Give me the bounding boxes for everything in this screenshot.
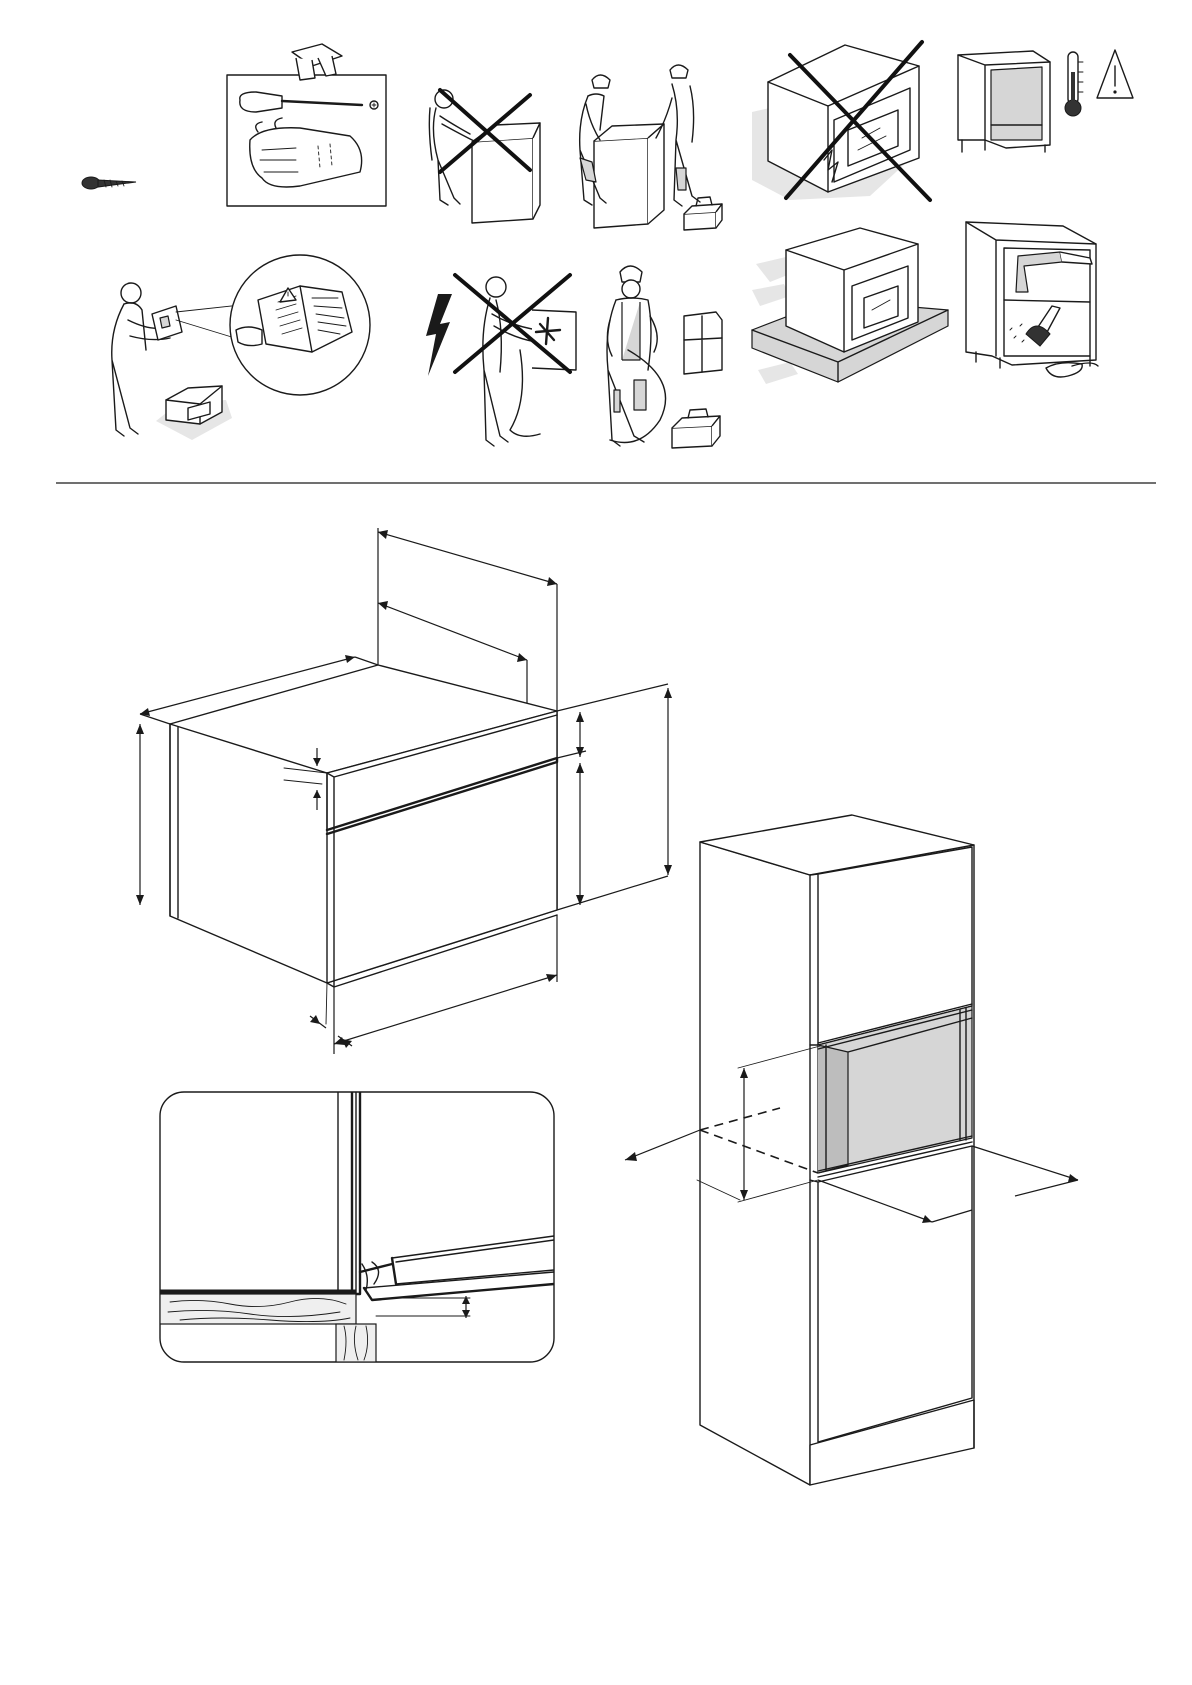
damaged-oven-icon [752,42,930,200]
screw-icon [82,177,136,189]
tall-cabinet-drawing [625,815,1078,1485]
two-person-lift-icon [580,65,722,230]
cabinet-temperature-icon [958,50,1133,152]
qualified-installer-icon [607,266,722,448]
tools-icon [227,44,386,206]
single-person-lift-icon [429,90,540,223]
read-manual-icon [112,255,370,440]
oven-on-base-icon [752,228,948,384]
oven-dimension-drawing [136,528,672,1054]
electrical-hazard-icon [426,275,576,446]
installation-detail-inset [160,1092,554,1362]
clean-cabinet-icon [966,222,1098,377]
